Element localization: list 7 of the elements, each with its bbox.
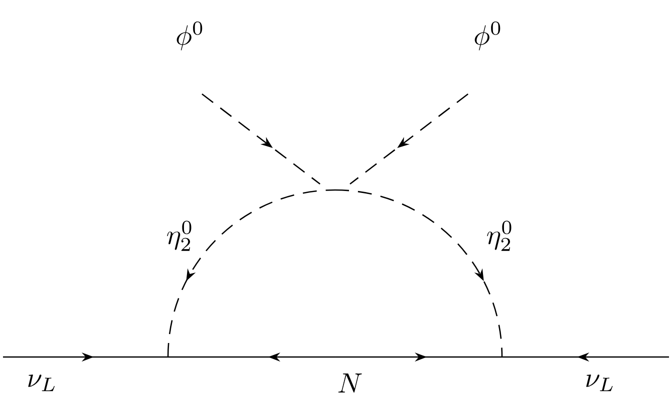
- particle-label: $\eta_2^0$: [167, 220, 192, 251]
- particle-label: $\nu_L$: [28, 374, 55, 392]
- particle-label: $\phi^0$: [176, 22, 202, 50]
- particle-label: $\nu_L$: [586, 374, 613, 392]
- particle-label: $\phi^0$: [474, 22, 500, 50]
- particle-label: $N$: [338, 374, 362, 393]
- particle-label: $\eta_2^0$: [487, 220, 512, 251]
